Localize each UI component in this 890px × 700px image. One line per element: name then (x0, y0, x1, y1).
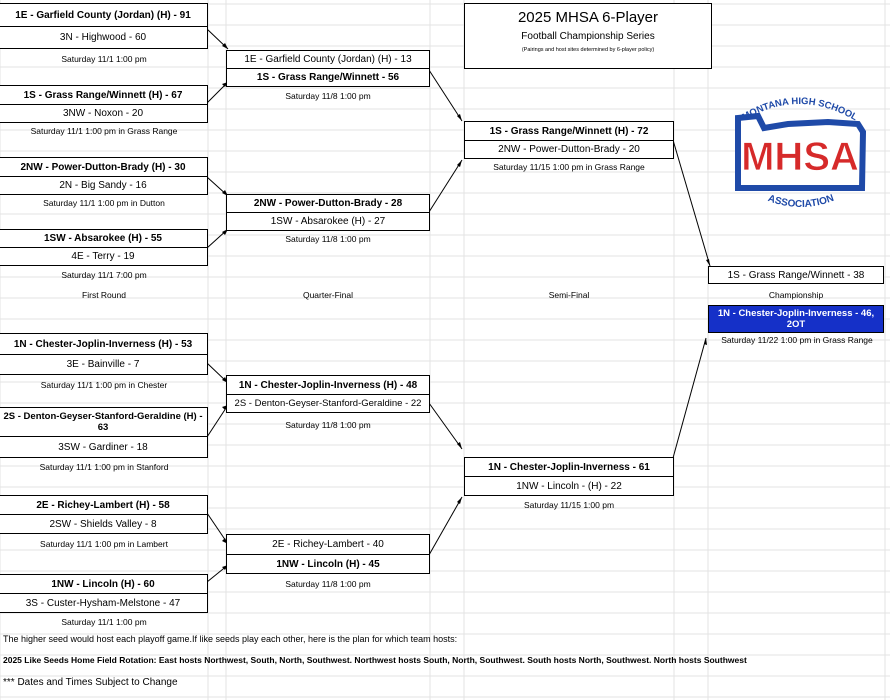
first-round-game-2-bottom[interactable]: 3NW - Noxon - 20 (0, 105, 208, 123)
page-subtitle: Football Championship Series (521, 31, 655, 42)
semi-final-game-1-bottom[interactable]: 2NW - Power-Dutton-Brady - 20 (464, 141, 674, 159)
first-round-game-8-top[interactable]: 1NW - Lincoln (H) - 60 (0, 574, 208, 594)
footer-rotation: 2025 Like Seeds Home Field Rotation: Eas… (3, 655, 747, 665)
quarter-final-game-1-top[interactable]: 1E - Garfield County (Jordan) (H) - 13 (226, 50, 430, 69)
quarter-final-game-2-note: Saturday 11/8 1:00 pm (285, 234, 371, 244)
first-round-game-4-bottom[interactable]: 4E - Terry - 19 (0, 248, 208, 266)
first-round-game-6-top[interactable]: 2S - Denton-Geyser-Stanford-Geraldine (H… (0, 407, 208, 437)
quarter-final-game-4-bottom[interactable]: 1NW - Lincoln (H) - 45 (226, 555, 430, 574)
first-round-game-7-note: Saturday 11/1 1:00 pm in Lambert (40, 539, 168, 549)
first-round-game-8-note: Saturday 11/1 1:00 pm (61, 617, 147, 627)
first-round-game-2-note: Saturday 11/1 1:00 pm in Grass Range (30, 126, 178, 136)
footer-disclaimer: *** Dates and Times Subject to Change (3, 677, 178, 688)
first-round-game-5-note: Saturday 11/1 1:00 pm in Chester (40, 380, 168, 390)
title-box[interactable]: 2025 MHSA 6-Player Football Championship… (464, 3, 712, 69)
quarter-final-game-1-bottom[interactable]: 1S - Grass Range/Winnett - 56 (226, 69, 430, 87)
quarter-final-game-2-top[interactable]: 2NW - Power-Dutton-Brady - 28 (226, 194, 430, 213)
first-round-game-2-top[interactable]: 1S - Grass Range/Winnett (H) - 67 (0, 85, 208, 105)
first-round-game-6-bottom[interactable]: 3SW - Gardiner - 18 (0, 437, 208, 458)
championship-top[interactable]: 1S - Grass Range/Winnett - 38 (708, 266, 884, 284)
first-round-game-1-note: Saturday 11/1 1:00 pm (61, 54, 147, 64)
first-round-game-6-note: Saturday 11/1 1:00 pm in Stanford (39, 462, 169, 472)
first-round-game-3-top[interactable]: 2NW - Power-Dutton-Brady (H) - 30 (0, 157, 208, 177)
first-round-game-4-note: Saturday 11/1 7:00 pm (61, 270, 147, 280)
quarter-final-game-3-bottom[interactable]: 2S - Denton-Geyser-Stanford-Geraldine - … (226, 395, 430, 413)
first-round-game-3-note: Saturday 11/1 1:00 pm in Dutton (43, 198, 165, 208)
round-label-quarter: Quarter-Final (302, 290, 354, 300)
first-round-game-3-bottom[interactable]: 2N - Big Sandy - 16 (0, 177, 208, 195)
semi-final-game-2-bottom[interactable]: 1NW - Lincoln - (H) - 22 (464, 477, 674, 496)
first-round-game-7-top[interactable]: 2E - Richey-Lambert (H) - 58 (0, 495, 208, 515)
first-round-game-7-bottom[interactable]: 2SW - Shields Valley - 8 (0, 515, 208, 534)
first-round-game-5-top[interactable]: 1N - Chester-Joplin-Inverness (H) - 53 (0, 333, 208, 355)
quarter-final-game-4-note: Saturday 11/8 1:00 pm (285, 579, 371, 589)
quarter-final-game-4-top[interactable]: 2E - Richey-Lambert - 40 (226, 534, 430, 555)
first-round-game-8-bottom[interactable]: 3S - Custer-Hysham-Melstone - 47 (0, 594, 208, 613)
first-round-game-1-top[interactable]: 1E - Garfield County (Jordan) (H) - 91 (0, 3, 208, 27)
quarter-final-game-2-bottom[interactable]: 1SW - Absarokee (H) - 27 (226, 213, 430, 231)
title-note: (Pairings and host sites determined by 6… (521, 47, 655, 53)
first-round-game-5-bottom[interactable]: 3E - Bainville - 7 (0, 355, 208, 375)
round-label-semi: Semi-Final (548, 290, 590, 300)
round-label-championship: Championship (768, 290, 824, 300)
first-round-game-1-bottom[interactable]: 3N - Highwood - 60 (0, 27, 208, 49)
quarter-final-game-3-top[interactable]: 1N - Chester-Joplin-Inverness (H) - 48 (226, 375, 430, 395)
semi-final-game-2-top[interactable]: 1N - Chester-Joplin-Inverness - 61 (464, 457, 674, 477)
semi-final-game-2-note: Saturday 11/15 1:00 pm (523, 500, 615, 510)
championship-note: Saturday 11/22 1:00 pm in Grass Range (721, 335, 873, 345)
semi-final-game-1-top[interactable]: 1S - Grass Range/Winnett (H) - 72 (464, 121, 674, 141)
mhsa-logo: MONTANA HIGH SCHOOL MHSA ASSOCIATION (735, 96, 867, 210)
logo-main-text: MHSA (741, 135, 859, 179)
championship-bottom[interactable]: 1N - Chester-Joplin-Inverness - 46, 2OT (708, 305, 884, 333)
page-title: 2025 MHSA 6-Player (517, 9, 659, 26)
quarter-final-game-3-note: Saturday 11/8 1:00 pm (285, 420, 371, 430)
quarter-final-game-1-note: Saturday 11/8 1:00 pm (285, 91, 371, 101)
footer-host-rule: The higher seed would host each playoff … (3, 634, 458, 644)
round-label-first: First Round (82, 290, 126, 300)
semi-final-game-1-note: Saturday 11/15 1:00 pm in Grass Range (493, 162, 645, 172)
first-round-game-4-top[interactable]: 1SW - Absarokee (H) - 55 (0, 229, 208, 248)
